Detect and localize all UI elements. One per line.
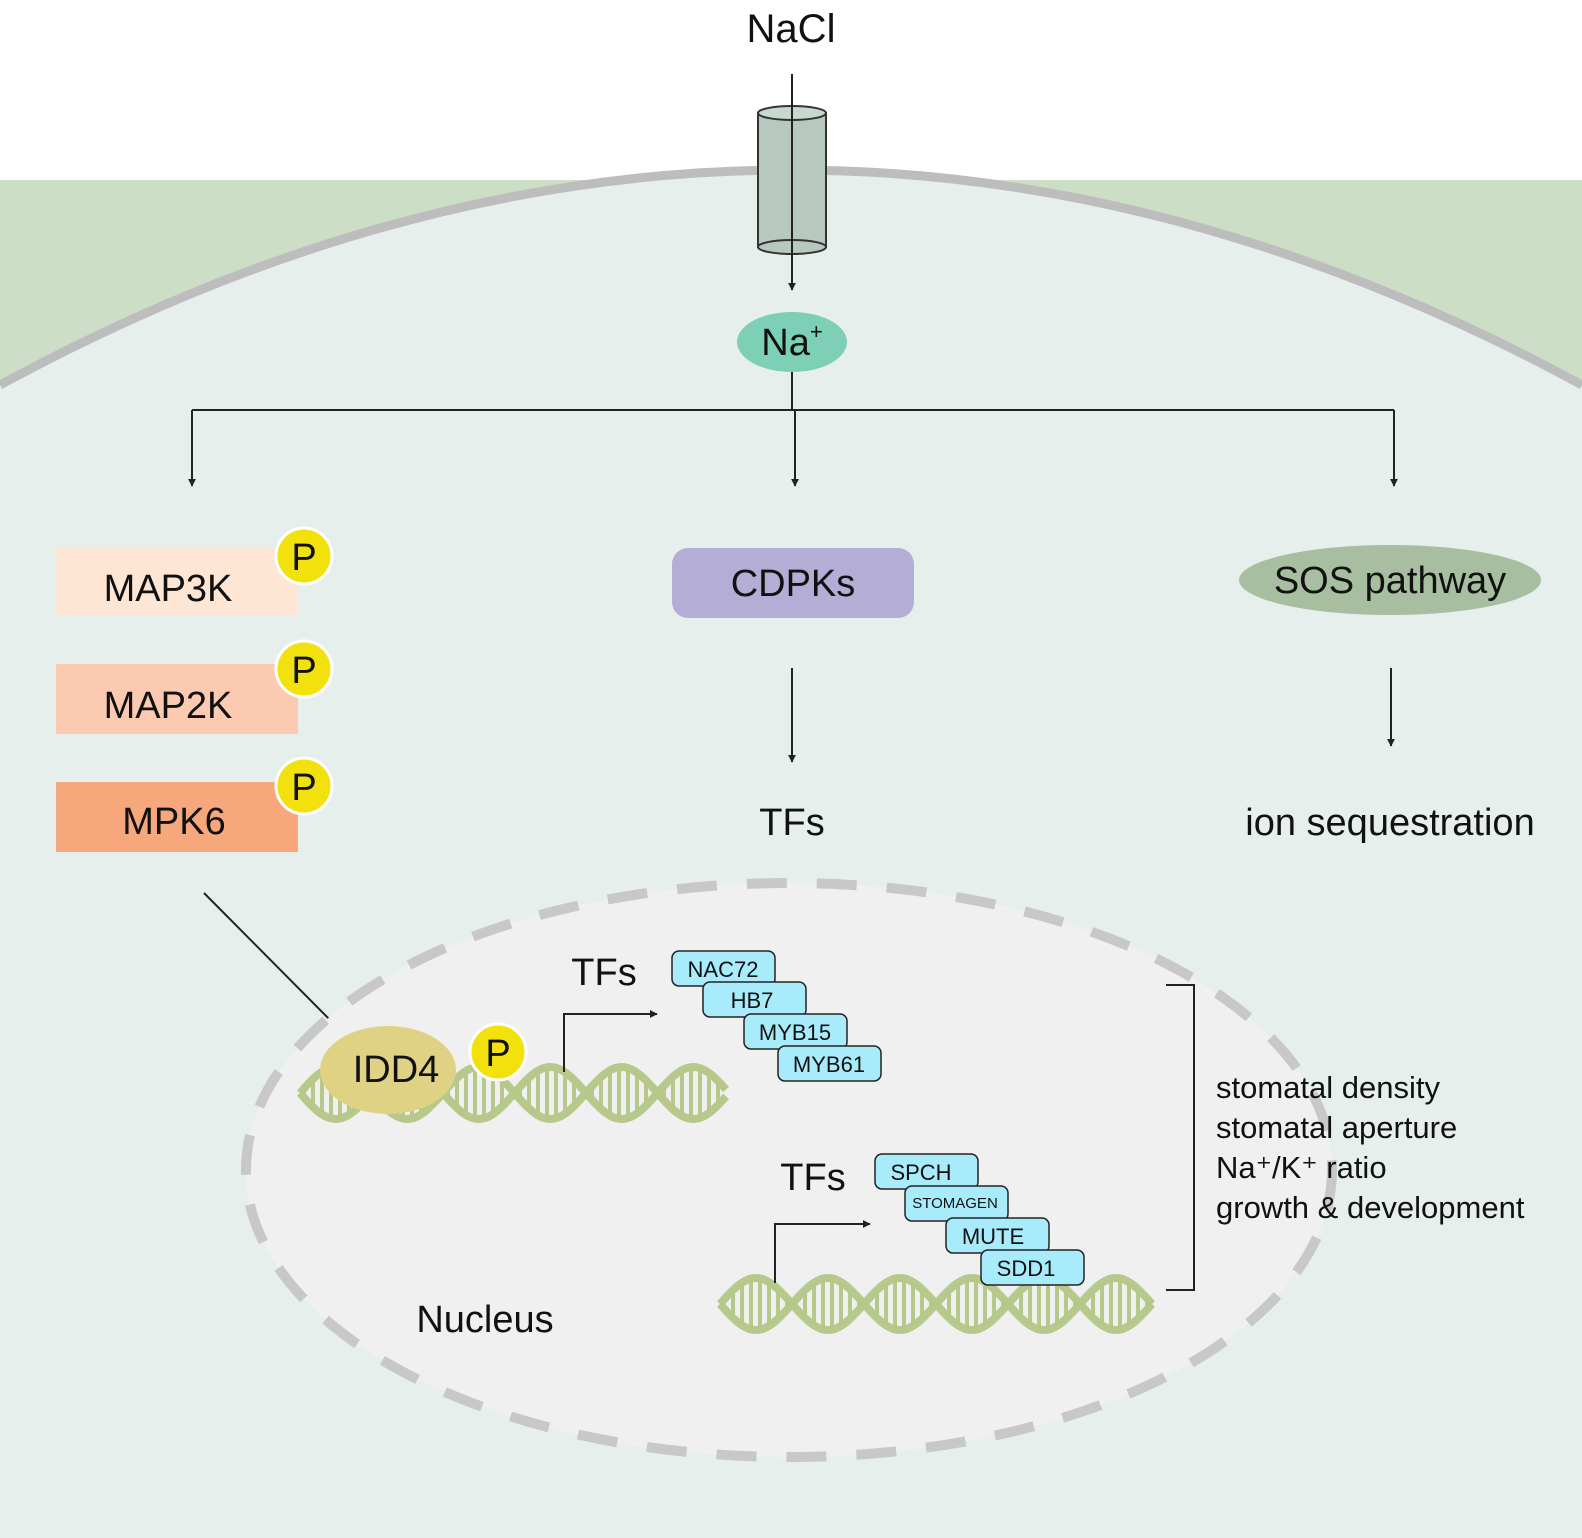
sodium-ion-base: Na bbox=[761, 322, 810, 364]
mpk6-phosphate-label: P bbox=[291, 767, 316, 809]
outcome-na-k-ratio: Na⁺/K⁺ ratio bbox=[1216, 1150, 1387, 1185]
idd4-phosphate-icon bbox=[468, 1022, 528, 1082]
mapk-cascade: MAP3K P MAP2K P MPK6 P bbox=[56, 526, 334, 852]
gene-label-myb61: MYB61 bbox=[793, 1052, 865, 1077]
gene-label-spch: SPCH bbox=[890, 1160, 951, 1185]
nucleus bbox=[241, 878, 1337, 1462]
sodium-ion-bubble bbox=[737, 312, 847, 372]
cdpks-box bbox=[672, 548, 914, 618]
outcome-stomatal-aperture: stomatal aperture bbox=[1216, 1110, 1457, 1145]
map2k-phosphate-label: P bbox=[291, 650, 316, 692]
tfs-group-a-label: TFs bbox=[571, 952, 636, 994]
outcome-stomatal-density: stomatal density bbox=[1216, 1070, 1440, 1105]
mpk6-box bbox=[56, 782, 298, 852]
cdpks-tfs-label: TFs bbox=[759, 802, 824, 844]
sodium-ion-charge: + bbox=[810, 319, 823, 344]
idd4-phosphate-label: P bbox=[485, 1033, 510, 1075]
map3k-phosphate-label: P bbox=[291, 537, 316, 579]
cdpks-label: CDPKs bbox=[731, 563, 856, 605]
promoter-arrow-a bbox=[563, 1010, 658, 1072]
gene-label-sdd1: SDD1 bbox=[997, 1256, 1056, 1281]
map2k-phosphate-icon bbox=[274, 639, 334, 699]
tf-stack-b: SPCH STOMAGEN MUTE SDD1 bbox=[874, 1153, 1085, 1286]
branch-connector bbox=[188, 372, 1398, 487]
dna-strand bbox=[717, 1273, 1155, 1335]
gene-label-stomagen: STOMAGEN bbox=[912, 1195, 998, 1212]
nucleus-label: Nucleus bbox=[416, 1299, 553, 1341]
ion-sequestration-label: ion sequestration bbox=[1245, 802, 1534, 844]
mpk6-label: MPK6 bbox=[122, 801, 225, 843]
gene-label-hb7: HB7 bbox=[731, 988, 774, 1013]
outcome-list: stomatal density stomatal aperture Na⁺/K… bbox=[1216, 1070, 1525, 1225]
mpk6-to-idd4-arrow bbox=[203, 892, 341, 1031]
sodium-ion-label: Na+ bbox=[761, 319, 822, 364]
stimulus-label: NaCl bbox=[747, 7, 836, 51]
dna-helix-b bbox=[717, 1273, 1155, 1335]
gene-label-myb15: MYB15 bbox=[759, 1020, 831, 1045]
gene-label-nac72: NAC72 bbox=[688, 957, 759, 982]
sos-pathway-label: SOS pathway bbox=[1274, 560, 1506, 602]
map2k-box bbox=[56, 664, 298, 734]
idd4-label: IDD4 bbox=[353, 1049, 440, 1091]
idd4-protein bbox=[320, 1026, 456, 1114]
outcome-bracket bbox=[1166, 984, 1195, 1291]
map3k-label: MAP3K bbox=[104, 568, 233, 610]
mpk6-phosphate-icon bbox=[274, 756, 334, 816]
sos-pathway-oval bbox=[1239, 545, 1541, 615]
tfs-group-b-label: TFs bbox=[780, 1157, 845, 1199]
gene-box-sdd1 bbox=[980, 1249, 1085, 1286]
gene-box-myb61 bbox=[777, 1045, 882, 1082]
map3k-phosphate-icon bbox=[274, 526, 334, 586]
map3k-box bbox=[56, 547, 298, 615]
outcome-growth-development: growth & development bbox=[1216, 1190, 1525, 1225]
gene-label-mute: MUTE bbox=[962, 1224, 1024, 1249]
promoter-arrow-b bbox=[774, 1220, 871, 1283]
map2k-label: MAP2K bbox=[104, 685, 233, 727]
tf-stack-a: NAC72 HB7 MYB15 MYB61 bbox=[671, 950, 882, 1082]
